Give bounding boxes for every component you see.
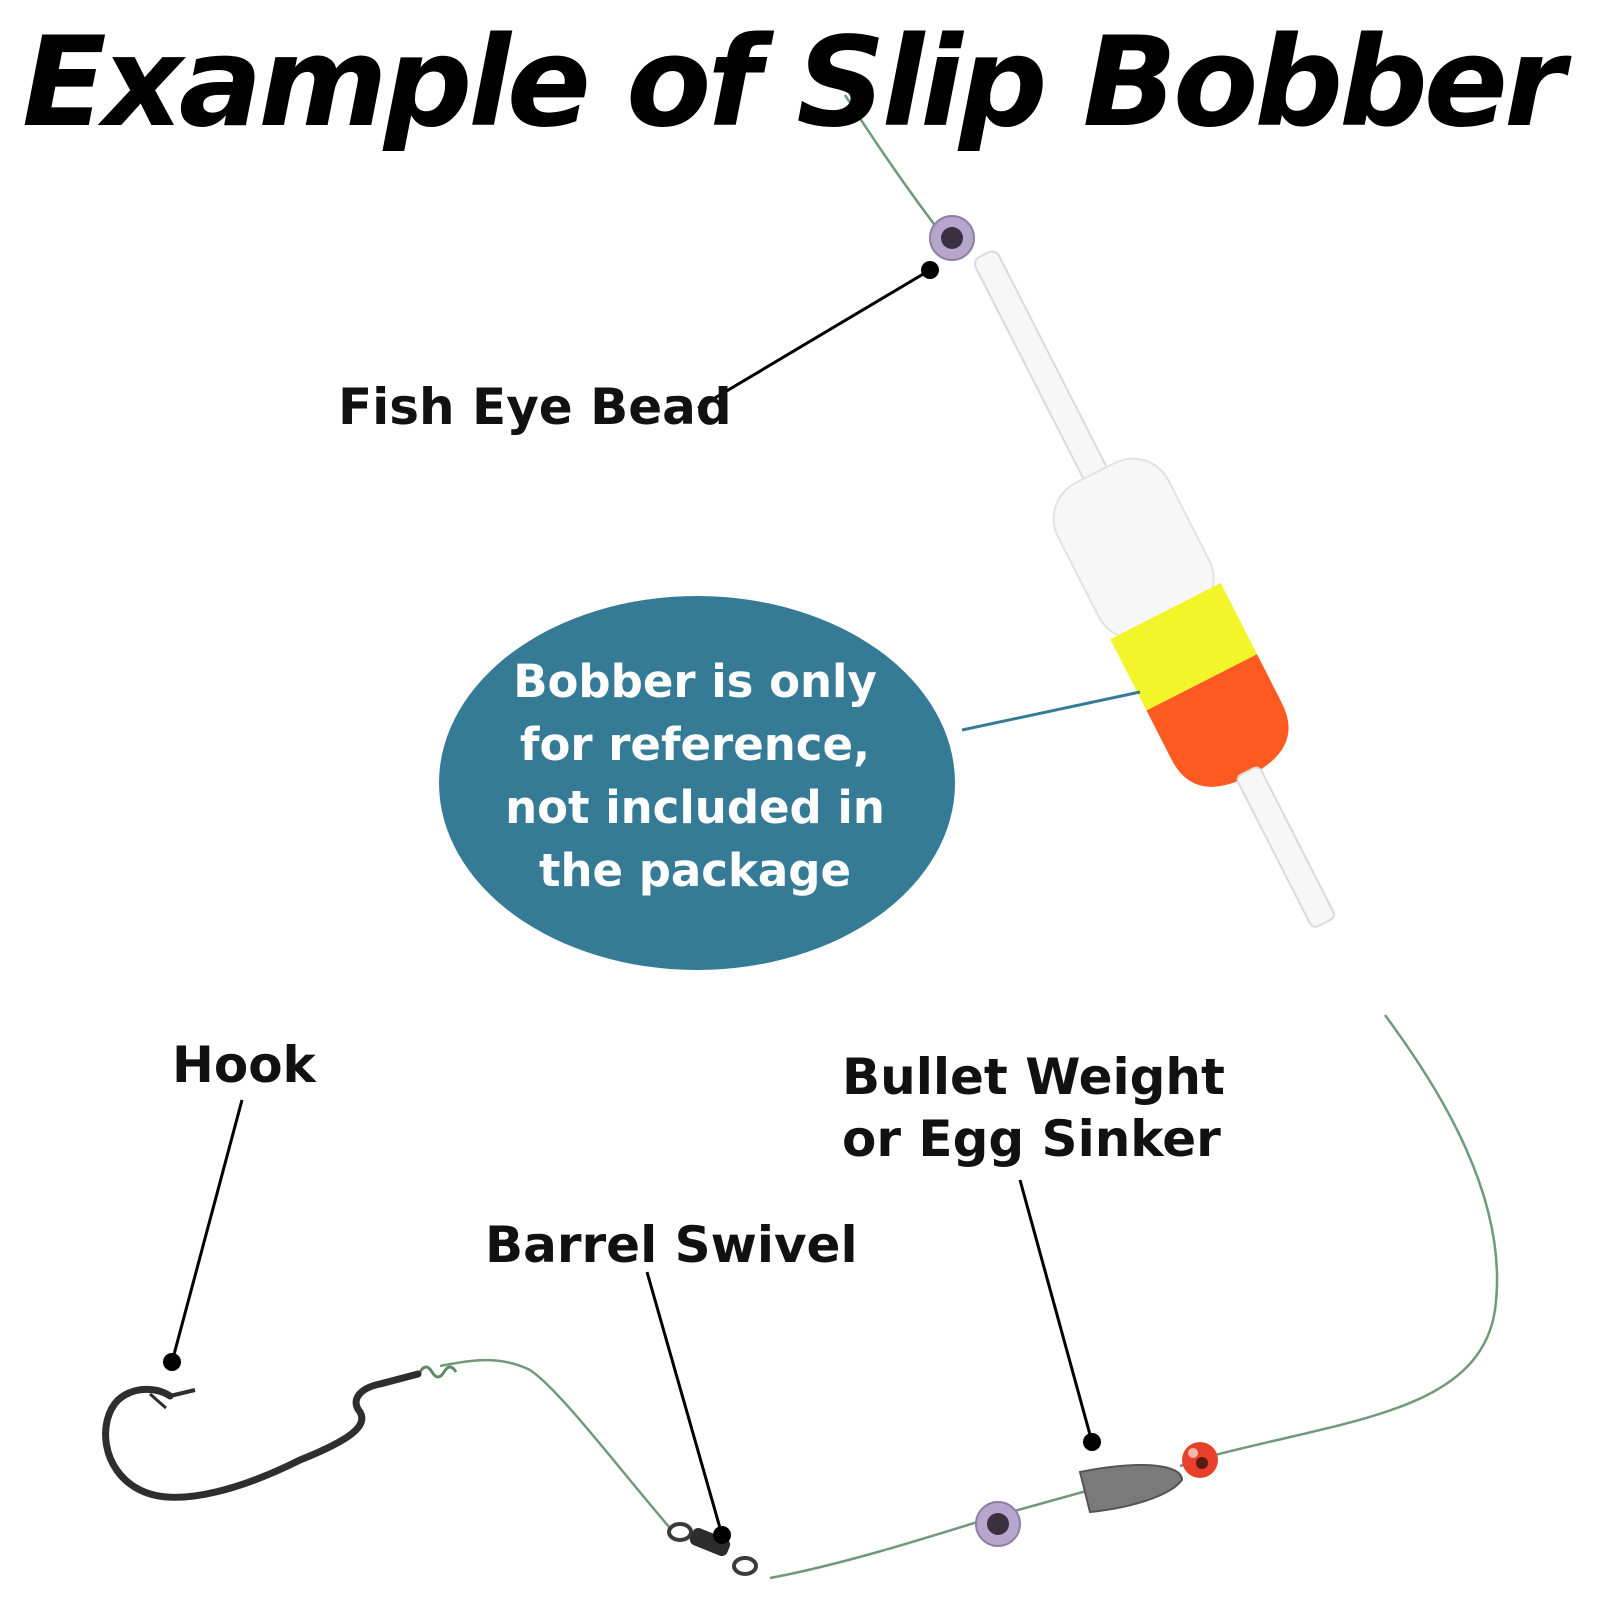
hook <box>102 1370 422 1501</box>
callout-bubble <box>439 596 955 970</box>
label-hook: Hook <box>172 1036 316 1094</box>
label-fish-eye-bead: Fish Eye Bead <box>338 378 732 436</box>
leader-fish-eye-bead <box>697 261 939 410</box>
leader-barrel-swivel <box>645 1271 731 1544</box>
callout-text: Bobber is only for reference, not includ… <box>505 655 885 897</box>
knot <box>418 1365 458 1379</box>
label-bullet-weight-line2: or Egg Sinker <box>842 1110 1221 1168</box>
slip-bobber <box>974 250 1335 928</box>
leader-hook <box>163 1099 244 1371</box>
fish-eye-bead-top <box>929 215 975 261</box>
fishing-line-leader <box>439 1358 671 1529</box>
red-bead <box>1182 1442 1218 1478</box>
page-title: Example of Slip Bobber Rig <box>22 11 1600 155</box>
bullet-weight <box>1078 1464 1184 1514</box>
fish-eye-bead-bottom <box>975 1501 1021 1547</box>
callout-pointer <box>961 690 1141 732</box>
fishing-line-main <box>1179 1014 1499 1468</box>
leader-bullet-weight <box>1018 1179 1101 1451</box>
label-bullet-weight-line1: Bullet Weight <box>842 1048 1225 1106</box>
fishing-line-lower <box>769 1488 1091 1580</box>
barrel-swivel <box>667 1522 758 1576</box>
label-bullet-weight: Bullet Weight or Egg Sinker <box>842 1046 1225 1170</box>
label-barrel-swivel: Barrel Swivel <box>485 1216 858 1274</box>
